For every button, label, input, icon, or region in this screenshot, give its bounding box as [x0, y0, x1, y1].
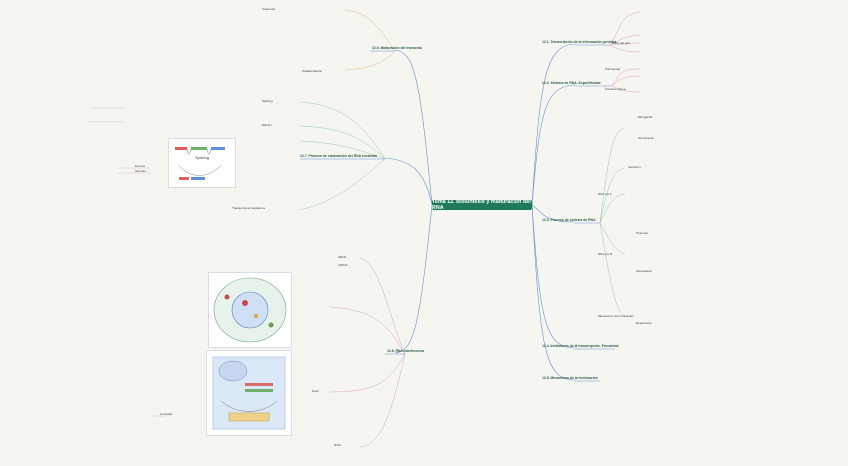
topic-terminacion[interactable]: 12.5. Mecanismo de la terminación: [542, 376, 598, 380]
node-risc[interactable]: RISC: [334, 443, 342, 447]
link-right-2: [531, 84, 576, 206]
node-promotor[interactable]: Promotor: [636, 231, 649, 235]
node-represores[interactable]: Represores: [636, 321, 652, 325]
rnai-diagram-image: [206, 350, 292, 436]
cell-diagram-image: [208, 272, 292, 348]
topic-maduracion[interactable]: 12.6. Maduración del transcrito: [372, 46, 422, 50]
node-intrones[interactable]: Intrones: [135, 169, 146, 173]
central-topic[interactable]: Tema 12. Biosíntesis y maduración del RN…: [432, 199, 532, 211]
link-left-3: [394, 204, 433, 354]
topic-proceso-sintesis[interactable]: 12.3. Proceso de síntesis de RNA: [542, 218, 596, 222]
topic-sintesis-rna[interactable]: 12.2. Síntesis de RNA. Especificidad: [542, 81, 601, 85]
link-right-4: [531, 204, 576, 349]
node-exones[interactable]: Exones: [135, 164, 146, 168]
node-activadores[interactable]: Activadores: [636, 269, 652, 273]
node-parte-gen[interactable]: Parte del gen: [612, 41, 630, 45]
node-rna-pol-ii[interactable]: RNA pol II: [598, 192, 612, 196]
link-right-3: [531, 204, 576, 223]
node-factores-sigma[interactable]: Factores sigma: [605, 87, 626, 91]
node-polimerasa[interactable]: Polimerasa: [605, 67, 621, 71]
topic-transcripcion[interactable]: 12.1. Transcripción de la información ge…: [542, 40, 617, 44]
node-terminacion[interactable]: Terminación: [638, 136, 655, 140]
node-complejo[interactable]: Complejo: [160, 412, 173, 416]
node-caperuza[interactable]: Caperuza: [262, 7, 276, 11]
node-elongacion[interactable]: Elongación: [638, 115, 653, 119]
node-iniciacion[interactable]: Iniciación: [628, 165, 641, 169]
node-transporte[interactable]: Transporte al citoplasma: [232, 206, 265, 210]
node-rna-pol-iii[interactable]: RNA pol III: [598, 252, 613, 256]
node-mecanismo-terminacion[interactable]: Mecanismo de terminación: [598, 314, 634, 318]
link-right-1: [531, 43, 576, 206]
link-left-2: [384, 157, 433, 206]
node-dicer[interactable]: Dicer: [312, 389, 320, 393]
splicing-label: Splicing: [195, 155, 209, 160]
link-right-5: [531, 204, 576, 381]
link-left-1: [394, 49, 433, 206]
splicing-diagram-image: Splicing: [168, 138, 236, 188]
node-mirna[interactable]: miRNA: [338, 263, 348, 267]
topic-inhibidores[interactable]: 12.4. Inhibidores de la transcripción. P…: [542, 344, 619, 348]
node-poliadenilacion[interactable]: Poliadenilación: [302, 69, 323, 73]
topic-rna-interferencia[interactable]: 12.8. RNA interferencia: [387, 349, 424, 353]
node-splicing[interactable]: Splicing: [262, 99, 273, 103]
node-edicion[interactable]: Edición: [262, 123, 272, 127]
topic-maduracion-eucariota[interactable]: 12.7. Proceso de maduración del RNA euca…: [300, 154, 377, 158]
node-sirna[interactable]: siRNA: [338, 255, 347, 259]
